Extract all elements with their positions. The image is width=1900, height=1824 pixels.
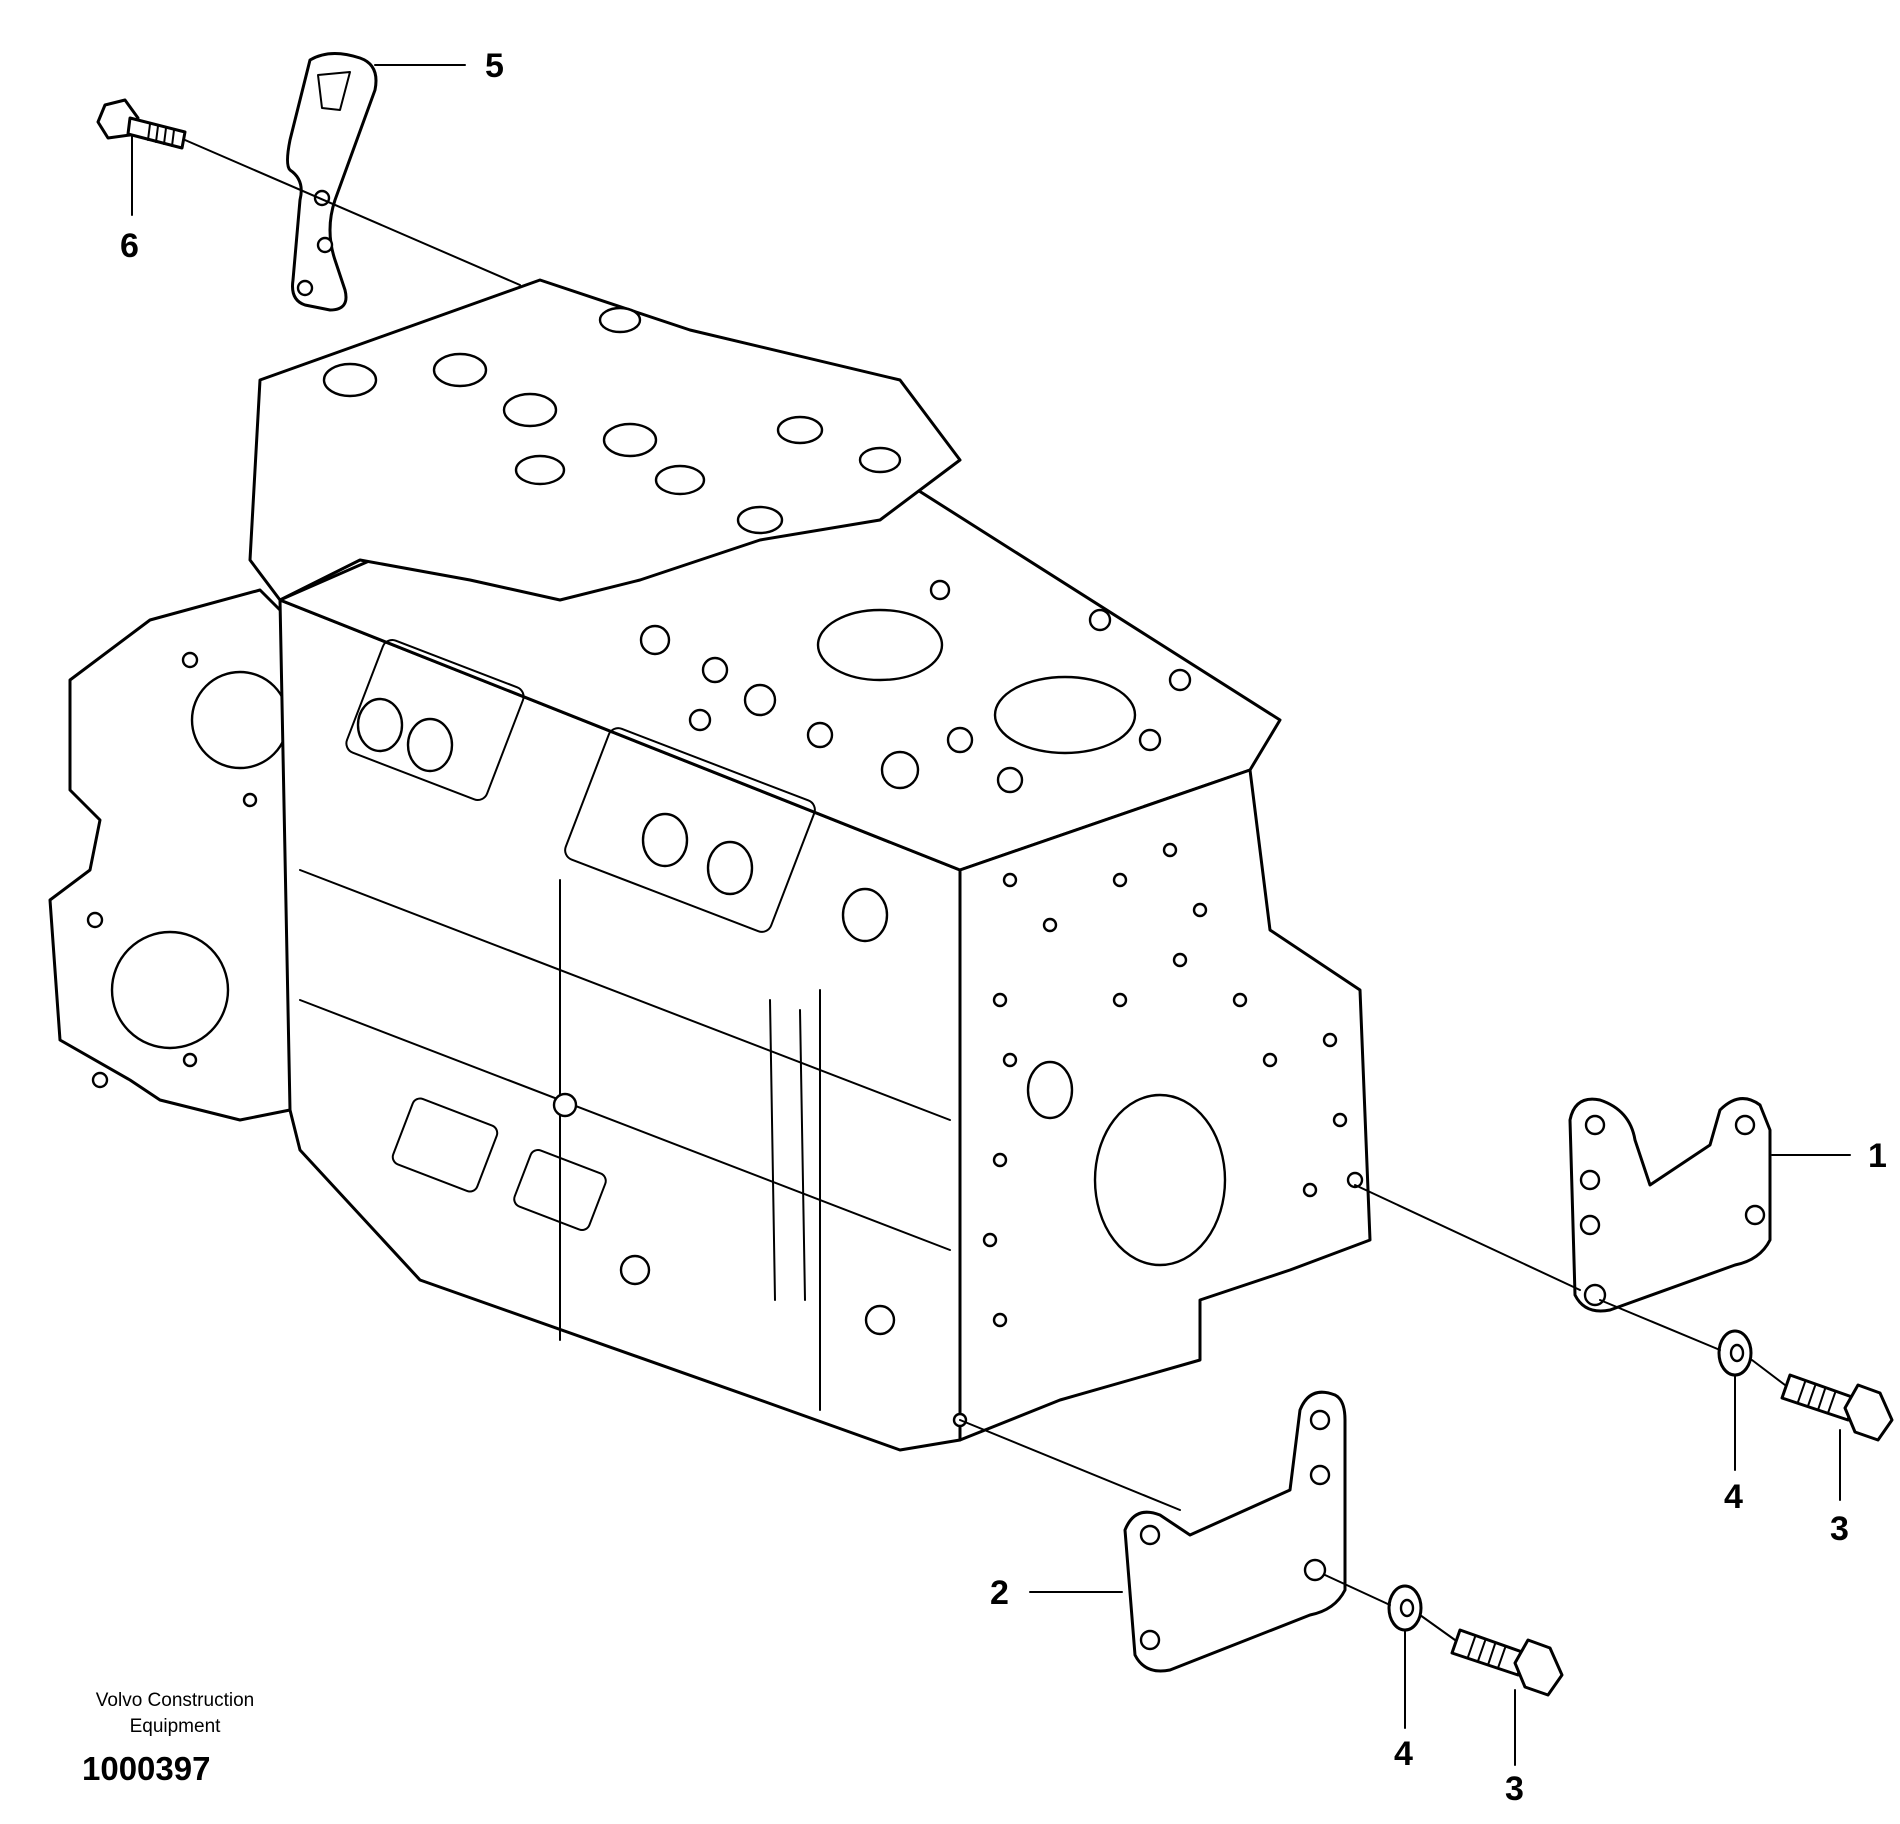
washer-upper (1717, 1329, 1753, 1377)
lifting-eye-bracket (286, 52, 378, 312)
document-number: 1000397 (82, 1750, 211, 1787)
crankshaft-bore (1093, 1093, 1227, 1267)
engine-mount-bracket-upper (1568, 1097, 1772, 1313)
callout-3b: 3 (1505, 1770, 1524, 1808)
cylinder-bore-1 (816, 608, 944, 682)
deck-holes (639, 579, 1192, 794)
cylinder-bore-2 (993, 675, 1137, 755)
housing-bore-lower (110, 930, 230, 1050)
callout-6: 6 (120, 227, 139, 265)
end-face-holes (952, 842, 1364, 1428)
callout-1: 1 (1868, 1137, 1887, 1175)
head-bosses (322, 306, 902, 535)
oil-dipstick-tube (769, 999, 806, 1301)
hex-bolt-upper (1780, 1373, 1894, 1442)
callout-5: 5 (485, 47, 504, 85)
callout-4a: 4 (1724, 1478, 1743, 1516)
housing-bore-upper (190, 670, 290, 770)
side-rib-upper (299, 869, 951, 1121)
bracket-bolt (96, 98, 187, 150)
callout-3a: 3 (1830, 1510, 1849, 1548)
manufacturer-line-1: Volvo Construction (95, 1690, 255, 1711)
engine-block (48, 278, 1372, 1452)
side-rib-lower (299, 999, 951, 1251)
washer-lower (1387, 1584, 1423, 1632)
callout-2: 2 (990, 1574, 1009, 1612)
manufacturer-line-2: Equipment (129, 1716, 221, 1737)
hex-bolt-lower (1450, 1628, 1564, 1697)
manufacturer-label: Volvo Construction Equipment (60, 1688, 290, 1740)
callout-4b: 4 (1394, 1735, 1413, 1773)
engine-mount-bracket-lower (1123, 1390, 1347, 1673)
